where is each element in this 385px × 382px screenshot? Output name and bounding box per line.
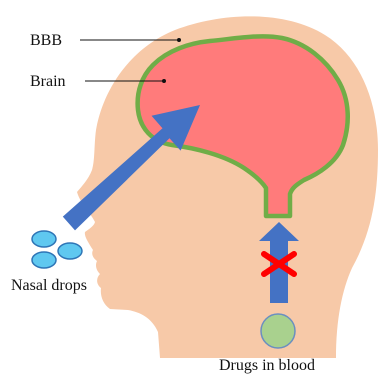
drugs-in-blood-label: Drugs in blood: [219, 357, 315, 374]
nasal-drop: [58, 243, 82, 259]
nasal-drop: [32, 231, 56, 247]
brain-leader-dot: [162, 79, 166, 83]
brain-label: Brain: [30, 73, 66, 90]
bbb-leader-dot: [177, 38, 181, 42]
nasal-drops-icon: [32, 231, 82, 268]
nasal-drops-label: Nasal drops: [11, 277, 87, 294]
blood-drug-particle: [261, 314, 295, 348]
nasal-drop: [32, 252, 56, 268]
bbb-label: BBB: [30, 32, 62, 49]
